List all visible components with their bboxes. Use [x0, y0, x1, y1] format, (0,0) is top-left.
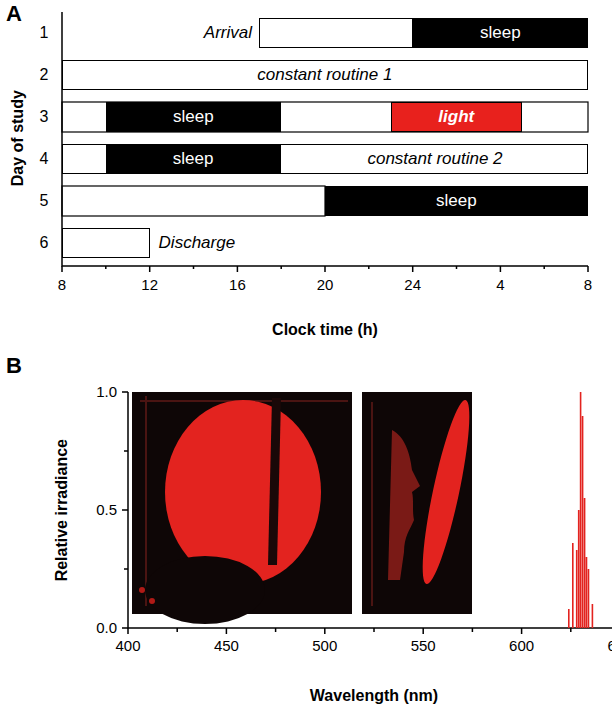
axis-label: 550	[411, 637, 436, 654]
axis-label: 650	[607, 637, 612, 654]
axis-line	[128, 392, 612, 628]
light-disk	[165, 400, 321, 584]
axis-line	[62, 12, 588, 266]
axis-label: Clock time (h)	[272, 321, 378, 339]
photo-detail	[371, 402, 373, 606]
axis-ticks	[128, 628, 612, 634]
axis-label: 16	[229, 276, 246, 293]
axis-label: 600	[509, 637, 534, 654]
spectrum-line	[569, 392, 612, 628]
axis-label: 5	[40, 192, 49, 210]
axis-label: 4	[40, 150, 49, 168]
photo-detail	[145, 556, 265, 624]
sleep-bar: sleep	[413, 18, 588, 48]
day-bar	[62, 102, 588, 132]
bar-label: sleep	[173, 149, 214, 169]
axis-label: 20	[317, 276, 334, 293]
axis-label: 500	[312, 637, 337, 654]
panel-letter: B	[6, 353, 22, 378]
bar-label: constant routine 2	[367, 149, 502, 169]
axis-title: Relative irradiance	[53, 439, 71, 581]
axis-label: 4	[496, 276, 504, 293]
bar-label: constant routine 1	[257, 65, 392, 85]
sleep-bar: sleep	[325, 186, 588, 216]
photo-detail	[268, 398, 281, 565]
axis-label: 6	[40, 234, 49, 252]
axis-label: 8	[584, 276, 592, 293]
bar-label: sleep	[173, 107, 214, 127]
axis-label: 0.5	[96, 501, 117, 518]
axis-title: Day of study	[9, 90, 27, 186]
bar-label: Discharge	[159, 233, 236, 253]
axis-label: Wavelength (nm)	[310, 687, 438, 705]
face-profile	[388, 430, 420, 580]
axis-label: 400	[115, 637, 140, 654]
axis-ticks	[122, 392, 128, 628]
photo-detail	[139, 587, 145, 593]
bar-label: sleep	[480, 23, 521, 43]
routine-bar: constant routine 1	[62, 60, 588, 90]
axis-label: 1.0	[96, 383, 117, 400]
axis-label: 3	[40, 108, 49, 126]
axis-label: 24	[404, 276, 421, 293]
axis-label: 12	[141, 276, 158, 293]
axis-label: 8	[58, 276, 66, 293]
bar-label: sleep	[436, 191, 477, 211]
bar-label: Arrival	[204, 23, 252, 43]
axis-ticks	[62, 266, 588, 272]
sleep-bar: sleep	[106, 144, 281, 174]
axis-label: 450	[214, 637, 239, 654]
axis-label: 0.0	[96, 619, 117, 636]
day-bar	[62, 186, 325, 216]
axis-label: 2	[40, 66, 49, 84]
panel-letter: A	[6, 1, 22, 26]
discharge-bar: Discharge	[62, 228, 150, 258]
axis-label: 1	[40, 24, 49, 42]
light-disk	[414, 397, 479, 586]
arrival-bar: Arrival	[259, 18, 413, 48]
light-bar: light	[391, 102, 522, 132]
routine-bar: constant routine 2 sleep	[62, 144, 588, 174]
bar-label: light	[438, 107, 474, 127]
photo-detail	[149, 598, 155, 604]
sleep-bar: sleep	[106, 102, 281, 132]
